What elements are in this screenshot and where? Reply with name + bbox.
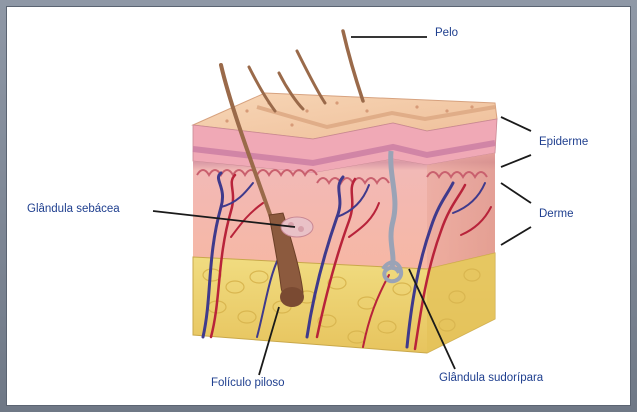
- label-derme: Derme: [539, 209, 574, 221]
- sebaceous-gland: [281, 217, 313, 237]
- label-epiderme: Epiderme: [539, 137, 588, 149]
- label-glandula-sebacea: Glândula sebácea: [27, 204, 120, 216]
- label-foliculo-piloso: Folículo piloso: [211, 378, 285, 390]
- diagram-panel: Pelo Epiderme Derme Glândula sebácea Fol…: [6, 6, 631, 406]
- label-glandula-sudoripara: Glândula sudorípara: [439, 373, 543, 385]
- hypodermis-layer: [193, 253, 495, 353]
- label-pelo: Pelo: [435, 28, 458, 40]
